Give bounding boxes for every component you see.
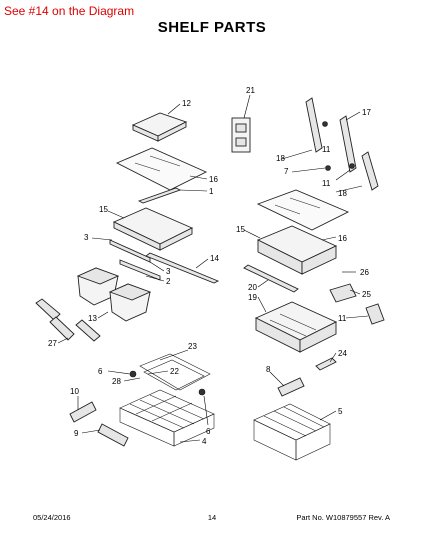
- callout-4: 4: [202, 437, 207, 446]
- callout-2: 2: [166, 277, 171, 286]
- callout-17: 17: [362, 108, 371, 117]
- part-16-glass-shelf-right: [256, 189, 350, 231]
- callout-28: 28: [112, 377, 121, 386]
- callout-labels: 12 21 17 16 1 18 11 7 11 18 15 3 14 15 1…: [48, 86, 371, 446]
- callout-25: 25: [362, 290, 371, 299]
- footer-date: 05/24/2016: [33, 513, 71, 522]
- callout-3-lower: 3: [166, 267, 171, 276]
- part-20-slide-rail: [243, 264, 299, 293]
- callout-6-top: 6: [98, 367, 103, 376]
- part-16-glass-shelf-left: [115, 147, 208, 191]
- callout-18-bottom: 18: [338, 189, 347, 198]
- callout-24: 24: [338, 349, 347, 358]
- callout-11-mid: 11: [322, 179, 331, 188]
- callout-9: 9: [74, 429, 79, 438]
- part-24-clip: [315, 357, 337, 371]
- part-19-drawer: [254, 301, 338, 353]
- part-27-end-caps: [35, 298, 101, 342]
- callout-10: 10: [70, 387, 79, 396]
- callout-19: 19: [248, 293, 257, 302]
- callout-26: 26: [360, 268, 369, 277]
- callout-16-left: 16: [209, 175, 218, 184]
- part-15-shelf-frame-right: [256, 225, 338, 275]
- callout-23: 23: [188, 342, 197, 351]
- part-5-wire-basket: [253, 403, 331, 461]
- part-12-tray: [131, 112, 188, 142]
- part-21-bracket: [231, 117, 251, 153]
- page-title: SHELF PARTS: [157, 19, 267, 36]
- footer-part-number: Part No. W10879557 Rev. A: [296, 513, 390, 522]
- footer-page-number: 14: [207, 513, 217, 522]
- callout-6-bottom: 6: [206, 427, 211, 436]
- callout-13: 13: [88, 314, 97, 323]
- callout-15-left: 15: [99, 205, 108, 214]
- part-17-18-uprights: [305, 97, 379, 191]
- callout-5: 5: [338, 407, 343, 416]
- part-8-handle: [277, 377, 305, 397]
- callout-7: 7: [284, 167, 289, 176]
- part-1-rail: [137, 187, 182, 204]
- callout-3-left: 3: [84, 233, 89, 242]
- diagram-note: See #14 on the Diagram: [4, 4, 135, 18]
- part-15-shelf-frame-left: [112, 207, 194, 251]
- callout-15-right: 15: [236, 225, 245, 234]
- callout-22: 22: [170, 367, 179, 376]
- callout-14: 14: [210, 254, 219, 263]
- callout-18-top: 18: [276, 154, 285, 163]
- part-4-wire-basket: [119, 389, 215, 447]
- leader-lines: [57, 94, 369, 443]
- callout-27: 27: [48, 339, 57, 348]
- callout-16-right: 16: [338, 234, 347, 243]
- part-22-23-28-rack-frame: [129, 353, 211, 396]
- part-25-26-clips: [329, 283, 385, 325]
- callout-21: 21: [246, 86, 255, 95]
- part-9-10-handles: [69, 401, 129, 447]
- callout-1: 1: [209, 187, 214, 196]
- callout-11-top: 11: [322, 145, 331, 154]
- callout-20: 20: [248, 283, 257, 292]
- callout-12: 12: [182, 99, 191, 108]
- callout-11-right: 11: [338, 314, 347, 323]
- part-13-bins: [76, 267, 152, 322]
- callout-8: 8: [266, 365, 271, 374]
